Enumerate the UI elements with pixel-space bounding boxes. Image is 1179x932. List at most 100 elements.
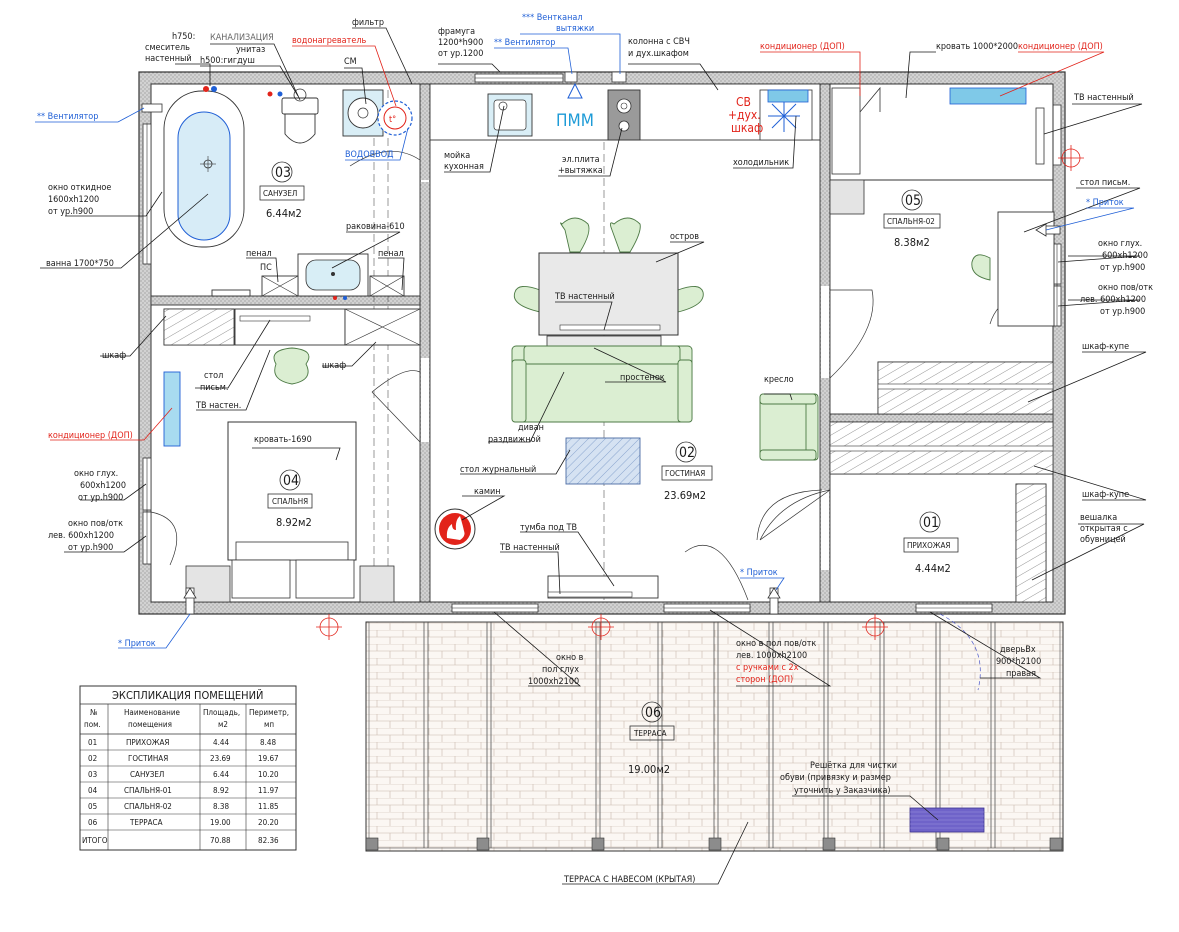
table-cell: ПРИХОЖАЯ	[126, 738, 169, 747]
window-bath-label-2: 1600xh1200	[48, 195, 99, 205]
wardrobe-left-label: шкаф	[102, 351, 126, 361]
wardrobe-center-label: шкаф	[322, 361, 346, 371]
oven-label-1: СВ	[736, 95, 751, 109]
table-cell: САНУЗЕЛ	[130, 770, 164, 779]
table-cell: 03	[88, 770, 97, 779]
vent-label-2: вытяжки	[556, 24, 594, 34]
room-01-area: 4.44м2	[915, 562, 951, 575]
table-header-area-2: м2	[218, 720, 228, 729]
sewer-label: КАНАЛИЗАЦИЯ	[210, 33, 274, 43]
table-cell: 04	[88, 786, 98, 795]
desk-left-label-1: стол	[204, 371, 223, 381]
grate-label-3: уточнить у Заказчика)	[794, 786, 891, 796]
window-r2-label-1: окно пов/отк	[1098, 283, 1153, 293]
transom-label-1: фрамуга	[438, 27, 475, 37]
door-in-label-2: 900*h2100	[996, 657, 1041, 667]
room-06-area: 19.00м2	[628, 763, 670, 776]
grate-label-2: обуви (привязку и размер	[780, 772, 891, 783]
table-header-perim-2: мп	[264, 720, 274, 729]
table-total-perimeter: 82.36	[258, 836, 279, 845]
kitchen-sink-label-1: мойка	[444, 151, 470, 161]
table-header-name-2: помещения	[128, 720, 172, 729]
room-03-area: 6.44м2	[266, 207, 302, 220]
room-03-name: САНУЗЕЛ	[263, 189, 297, 198]
table-cell: 8.38	[213, 802, 229, 811]
radiator-symbols	[316, 145, 1084, 640]
annotations: ** Вентилятор h750: смеситель настенный …	[37, 13, 1153, 885]
hanger-label-2: открытая с	[1080, 524, 1128, 534]
table-cell: 19.00	[210, 818, 231, 827]
room-02-number: 02	[679, 445, 695, 461]
pmm-label: ПММ	[556, 111, 594, 131]
ps-label: ПС	[260, 263, 272, 273]
coffee-table	[565, 437, 641, 485]
window-l2-label-3: от ур.h900	[68, 543, 113, 553]
table-header-name-1: Наименование	[124, 708, 181, 717]
room-04-area: 8.92м2	[276, 516, 312, 529]
bedroom-01-furniture	[163, 308, 421, 603]
living-furniture	[434, 217, 819, 599]
transom-label-2: 1200*h900	[438, 38, 483, 48]
desk-left-label-2: письм.	[200, 383, 228, 393]
washing-machine	[342, 89, 384, 137]
room-02-name: ГОСТИНАЯ	[665, 469, 705, 478]
table-cell: 4.44	[213, 738, 229, 747]
heater-label: водонагреватель	[292, 36, 367, 46]
fireplace-label: камин	[474, 487, 501, 497]
coupe1-label: шкаф-купе	[1082, 342, 1129, 352]
window-floor1-label-3: 1000xh2100	[528, 677, 579, 687]
window-r1-label-1: окно глух.	[1098, 239, 1142, 249]
table-cell: 19.67	[258, 754, 279, 763]
table-title: ЭКСПЛИКАЦИЯ ПОМЕЩЕНИЙ	[112, 689, 263, 702]
sofa	[511, 345, 693, 423]
armchair	[759, 393, 819, 461]
vent-symbols	[141, 71, 1061, 615]
table-cell: 01	[88, 738, 97, 747]
armchair-label: кресло	[764, 375, 794, 385]
table-cell: СПАЛЬНЯ-02	[124, 802, 172, 811]
tv-wall-right-label: ТВ настенный	[1073, 93, 1134, 103]
mixer-label-3: настенный	[145, 54, 192, 64]
table-cell: 8.48	[260, 738, 276, 747]
hanger-label-3: обувницей	[1080, 534, 1126, 545]
kitchen	[429, 82, 821, 141]
window-r1-label-2: 600xh1200	[1102, 251, 1148, 261]
stove-label-1: эл.плита	[562, 155, 600, 165]
room-01-number: 01	[923, 515, 939, 531]
ac-top1-label: кондиционер (ДОП)	[760, 42, 845, 52]
svg-text:t°: t°	[389, 115, 396, 125]
table-cell: ТЕРРАСА	[129, 818, 163, 827]
column-label-1: колонна с СВЧ	[628, 37, 690, 47]
coupe2-label: шкаф-купе	[1082, 490, 1129, 500]
oven-label-3: шкаф	[731, 121, 763, 135]
table-cell: СПАЛЬНЯ-01	[124, 786, 172, 795]
window-l1-label-3: от ур.h900	[78, 493, 123, 503]
fan-left-label: ** Вентилятор	[37, 112, 98, 122]
toilet	[281, 88, 319, 144]
penal1-label: пенал	[246, 249, 272, 259]
fireplace	[434, 508, 476, 550]
window-floor2-label-1: окно в пол пов/отк	[736, 639, 816, 649]
table-header-perim-1: Периметр,	[249, 708, 289, 717]
room-03-number: 03	[275, 165, 291, 181]
room-05-number: 05	[905, 193, 921, 209]
leader-lines	[35, 27, 1147, 885]
sm-label: СМ	[344, 57, 357, 67]
tv-wall-bottom-label: ТВ настенный	[499, 543, 560, 553]
table-header-num-2: пом.	[84, 720, 101, 729]
supply-center-label: * Приток	[740, 568, 778, 578]
bed-left-label: кровать-1690	[254, 435, 312, 445]
column-label-2: и дух.шкафом	[628, 49, 689, 59]
bed-1690	[227, 421, 357, 561]
room-05-name: СПАЛЬНЯ-02	[887, 217, 935, 226]
island	[538, 252, 679, 336]
door-in-label-3: правая	[1006, 669, 1036, 679]
sofa-label-1: диван	[518, 423, 544, 433]
table-cell: 23.69	[210, 754, 231, 763]
table-cell: 05	[88, 802, 97, 811]
desk-right-label: стол письм.	[1080, 178, 1130, 188]
hanger-label-1: вешалка	[1080, 513, 1117, 523]
table-header-area-1: Площадь,	[203, 708, 240, 717]
table-total-label: ИТОГО	[82, 836, 108, 845]
bath-label: ванна 1700*750	[46, 259, 114, 269]
